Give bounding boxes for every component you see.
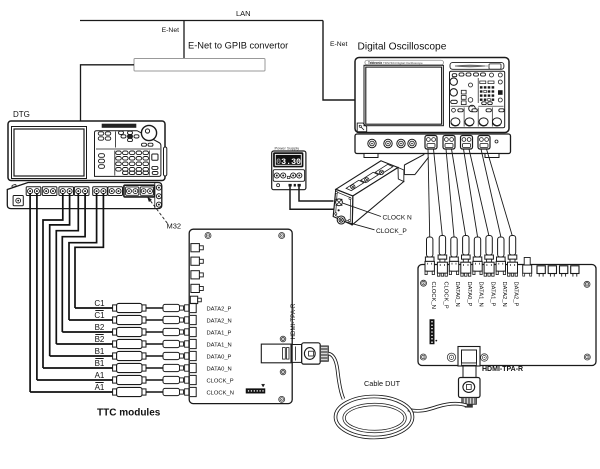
svg-text:DTG: DTG	[13, 110, 30, 119]
svg-text:DATA1_N: DATA1_N	[207, 342, 232, 348]
svg-text:DATA1_N: DATA1_N	[478, 282, 484, 307]
svg-text:CLOCK_P: CLOCK_P	[376, 228, 407, 235]
svg-text:DATA1_P: DATA1_P	[207, 330, 232, 336]
svg-text:DATA2_P: DATA2_P	[207, 306, 232, 312]
svg-text:E-Net: E-Net	[162, 27, 179, 34]
svg-text:CLOCK_N: CLOCK_N	[430, 282, 436, 309]
svg-text:DATA1_P: DATA1_P	[489, 282, 495, 307]
svg-text:DATA2_N: DATA2_N	[501, 282, 507, 307]
svg-text:M32: M32	[167, 222, 182, 231]
svg-text:Power Supply: Power Supply	[275, 146, 300, 151]
svg-text:DATA0_N: DATA0_N	[454, 282, 460, 307]
svg-text:CLOCK_P: CLOCK_P	[207, 378, 234, 384]
svg-text:DATA0_N: DATA0_N	[207, 366, 232, 372]
svg-text:TDS7404 Digital Oscilloscope: TDS7404 Digital Oscilloscope	[383, 61, 423, 65]
svg-text:B2: B2	[95, 323, 105, 332]
svg-text:Tektronix: Tektronix	[368, 61, 382, 65]
svg-text:HDMI-TPA-R: HDMI-TPA-R	[290, 303, 297, 340]
svg-text:A1: A1	[95, 383, 105, 392]
svg-text:03.30: 03.30	[276, 158, 301, 167]
svg-text:CLOCK_N: CLOCK_N	[207, 390, 234, 396]
svg-text:Cable DUT: Cable DUT	[364, 379, 401, 388]
svg-text:C1: C1	[94, 299, 105, 308]
svg-text:B2: B2	[95, 335, 105, 344]
svg-text:A1: A1	[95, 371, 105, 380]
svg-text:LAN: LAN	[236, 9, 251, 18]
svg-text:HDMI-TPA-R: HDMI-TPA-R	[482, 366, 523, 373]
svg-text:CLOCK_P: CLOCK_P	[443, 282, 449, 309]
svg-text:E-Net: E-Net	[330, 41, 347, 48]
svg-text:B1: B1	[95, 347, 105, 356]
svg-text:Digital Oscilloscope: Digital Oscilloscope	[358, 42, 447, 53]
svg-text:C1: C1	[94, 311, 105, 320]
svg-text:TTC modules: TTC modules	[97, 408, 161, 419]
svg-text:DATA0_P: DATA0_P	[207, 354, 232, 360]
svg-text:DATA2_P: DATA2_P	[513, 282, 519, 307]
svg-text:E-Net to GPIB convertor: E-Net to GPIB convertor	[188, 41, 288, 51]
svg-text:B1: B1	[95, 359, 105, 368]
svg-text:DATA0_P: DATA0_P	[466, 282, 472, 307]
svg-text:CLOCK N: CLOCK N	[383, 214, 413, 221]
svg-text:DATA2_N: DATA2_N	[207, 318, 232, 324]
